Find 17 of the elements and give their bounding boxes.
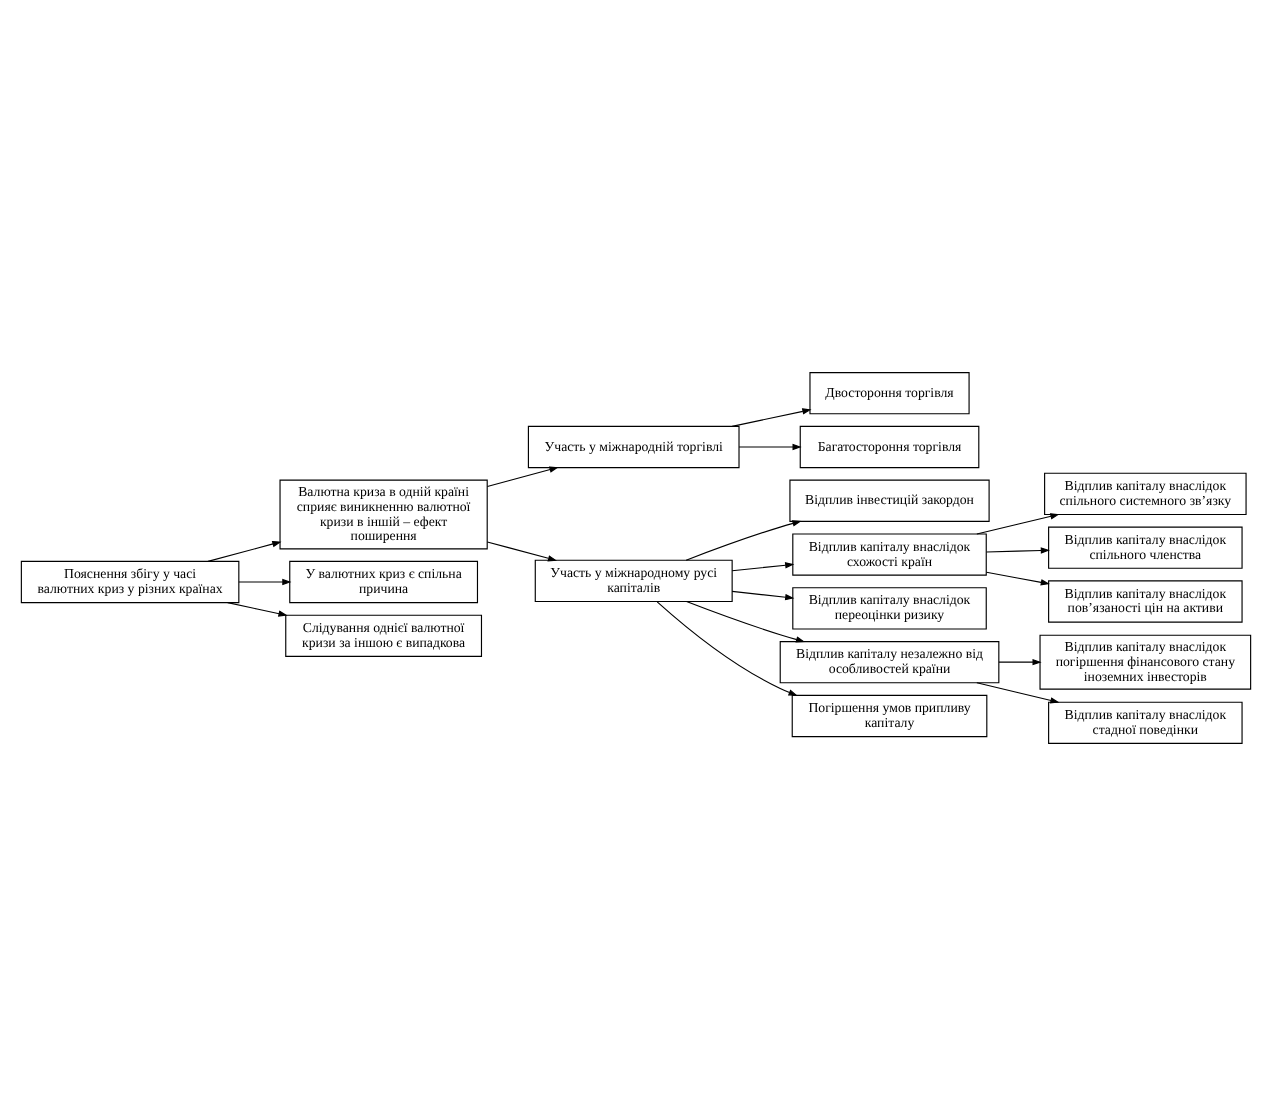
arrow bbox=[486, 541, 558, 562]
arrow bbox=[238, 578, 292, 586]
arrow bbox=[486, 466, 559, 488]
arrow bbox=[738, 443, 802, 451]
arrow bbox=[985, 547, 1050, 554]
arrow bbox=[227, 602, 288, 617]
arrow bbox=[207, 540, 282, 562]
arrow bbox=[731, 562, 795, 572]
arrow bbox=[976, 682, 1060, 704]
arrow bbox=[656, 601, 798, 696]
arrow bbox=[985, 571, 1050, 586]
arrow bbox=[685, 600, 806, 643]
arrow bbox=[731, 590, 795, 601]
arrow bbox=[998, 658, 1042, 666]
arrow bbox=[685, 520, 802, 561]
arrow bbox=[976, 513, 1060, 535]
arrow bbox=[731, 408, 812, 427]
